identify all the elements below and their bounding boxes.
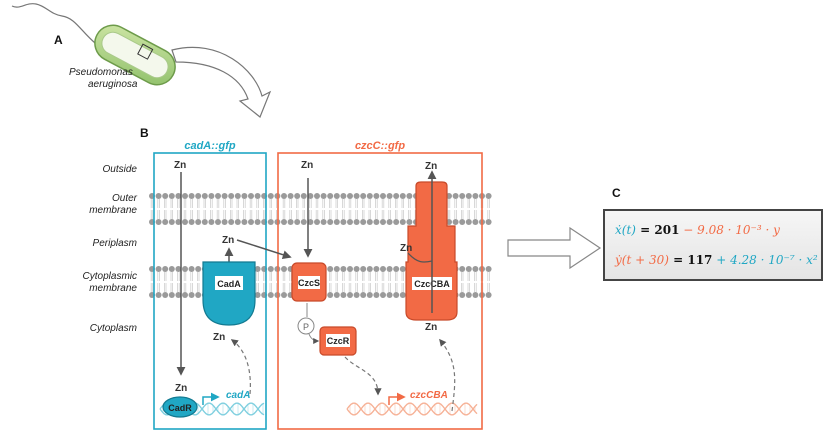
zn-czc-periplasm: Zn (400, 243, 412, 254)
eq2-equals: = (668, 253, 688, 267)
label-periplasm: Periplasm (93, 238, 137, 249)
zoom-arrow (171, 46, 272, 118)
czccba-dna (346, 402, 478, 416)
cada-promoter-arrow (202, 392, 220, 405)
arrow-to-model (507, 226, 602, 270)
phospho-transfer-arrow (308, 333, 320, 344)
equation-x: ẋ(t) = 201 − 9.08 · 10⁻³ · y (615, 223, 780, 237)
panel-c-label: C (612, 186, 621, 200)
eq2-term: + 4.28 · 10⁻⁷ · x² (712, 253, 818, 267)
zn-periplasm-capture (407, 252, 433, 263)
zn-czc-outside: Zn (301, 160, 313, 171)
phosphate-circle (297, 317, 315, 335)
czc-reporter-box (277, 152, 483, 430)
cadr-label: CadR (168, 403, 192, 413)
cad-reporter-label: cadA::gfp (184, 140, 236, 152)
zn-to-czcs-arrow (236, 239, 292, 260)
czccba-gene-label: czcCBA (410, 390, 448, 401)
cada-label-bg (215, 276, 243, 290)
cada-gene-label: cadA (226, 390, 250, 401)
czcr-label: CzcR (327, 336, 350, 346)
cad-reporter-box (153, 152, 267, 430)
czcs-label-bg (298, 276, 320, 289)
organism-name-2: aeruginosa (88, 79, 138, 90)
czccba-induction-arrow (439, 338, 456, 412)
label-cyto-2: membrane (89, 283, 137, 294)
eq2-constant: 117 (687, 253, 713, 267)
equation-y: ẏ(t + 30) = 117 + 4.28 · 10⁻⁷ · x² (615, 253, 818, 267)
phosphate-label: P (303, 322, 309, 332)
eq2-lhs: ẏ(t + 30) (615, 253, 669, 267)
czc-reporter-label: czcC::gfp (355, 140, 405, 152)
label-cytoplasm: Cytoplasm (90, 323, 137, 334)
label-outer-2: membrane (89, 205, 137, 216)
panel-b-label: B (140, 126, 149, 140)
zn-cad-cytoplasm: Zn (213, 332, 225, 343)
zoom-box (137, 43, 154, 60)
czccba-promoter-arrow (388, 392, 406, 405)
cada-label: CadA (217, 279, 241, 289)
panel-a-label: A (54, 33, 63, 47)
organism-name-1: Pseudomonas (69, 67, 133, 78)
eq1-constant: 201 (654, 223, 680, 237)
zn-czc-cytoplasm: Zn (425, 322, 437, 333)
eq1-equals: = (635, 223, 655, 237)
eq1-lhs: ẋ(t) (615, 223, 636, 237)
flagellum (11, 3, 96, 44)
bacterium-cytoplasm (101, 31, 169, 79)
model-equations: ẋ(t) = 201 − 9.08 · 10⁻³ · y ẏ(t + 30)… (603, 209, 823, 281)
zn-cad-periplasm: Zn (222, 235, 234, 246)
label-outer-1: Outer (112, 193, 138, 204)
czcr-label-bg (326, 334, 350, 347)
zn-czc-efflux: Zn (425, 161, 437, 172)
cada-transporter (202, 261, 256, 326)
czcs-label: CzcS (298, 278, 320, 288)
eq1-term: − 9.08 · 10⁻³ · y (679, 223, 780, 237)
zn-cad-outside: Zn (174, 160, 186, 171)
cadr-regulator (162, 396, 198, 418)
czcr-activation-arrow (344, 356, 382, 396)
zn-cad-bound: Zn (175, 383, 187, 394)
label-outside: Outside (103, 164, 138, 175)
label-cyto-1: Cytoplasmic (83, 271, 137, 282)
cada-induction-arrow (230, 339, 251, 395)
